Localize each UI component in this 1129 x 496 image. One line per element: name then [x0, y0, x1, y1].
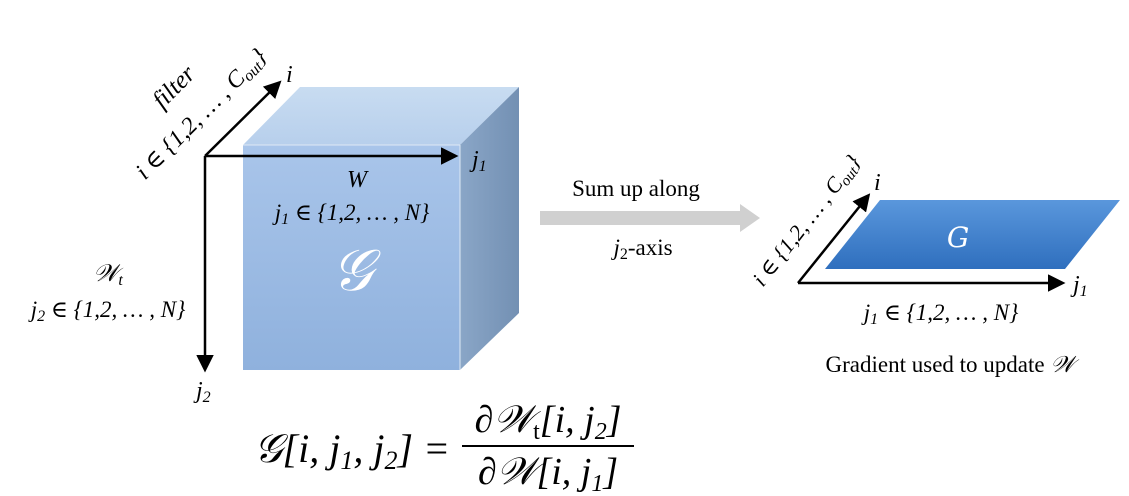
- plane-caption: Gradient used to update 𝒲: [826, 352, 1080, 377]
- sum-label-line2: j2-axis: [610, 235, 672, 263]
- equation: 𝒢[i, j1, j2] = ∂𝒲t[i, j2] ∂𝒲[i, j1]: [254, 399, 634, 496]
- cube-front-face: [243, 145, 460, 370]
- cube-side-face: [460, 87, 519, 370]
- plane: G: [797, 193, 1120, 292]
- plane-symbol: G: [947, 221, 969, 254]
- cube-axis-j2-label: j2: [193, 378, 211, 406]
- j2-set-label: j2 ∈ {1,2, … , N}: [28, 297, 186, 325]
- w-label: W: [347, 167, 369, 193]
- equation-lhs: 𝒢[i, j1, j2] =: [254, 426, 450, 475]
- plane-axis-i-arrow: [797, 193, 871, 284]
- cube: 𝒢: [243, 87, 519, 370]
- gray-arrow: [540, 204, 760, 232]
- cube-top-face: [243, 87, 519, 145]
- cube-axis-i-label: i: [286, 62, 293, 88]
- sum-transition: Sum up along j2-axis: [540, 176, 760, 263]
- plane-axis-j1-label: j1: [1070, 272, 1088, 300]
- j1-set-label: j1 ∈ {1,2, … , N}: [272, 200, 430, 228]
- equation-denominator: ∂𝒲[i, j1]: [478, 451, 618, 496]
- axis-i-arrow: [204, 80, 282, 157]
- plane-axis-i-label: i: [874, 170, 881, 196]
- cube-axes: [196, 80, 459, 373]
- plane-face: [825, 200, 1120, 269]
- plane-j1-set-label: j1 ∈ {1,2, … , N}: [861, 300, 1019, 328]
- cube-axis-j1-label: j1: [469, 147, 487, 175]
- sum-label-line1: Sum up along: [572, 176, 700, 201]
- wt-label: 𝒲t: [93, 261, 124, 289]
- equation-numerator: ∂𝒲t[i, j2]: [475, 399, 622, 445]
